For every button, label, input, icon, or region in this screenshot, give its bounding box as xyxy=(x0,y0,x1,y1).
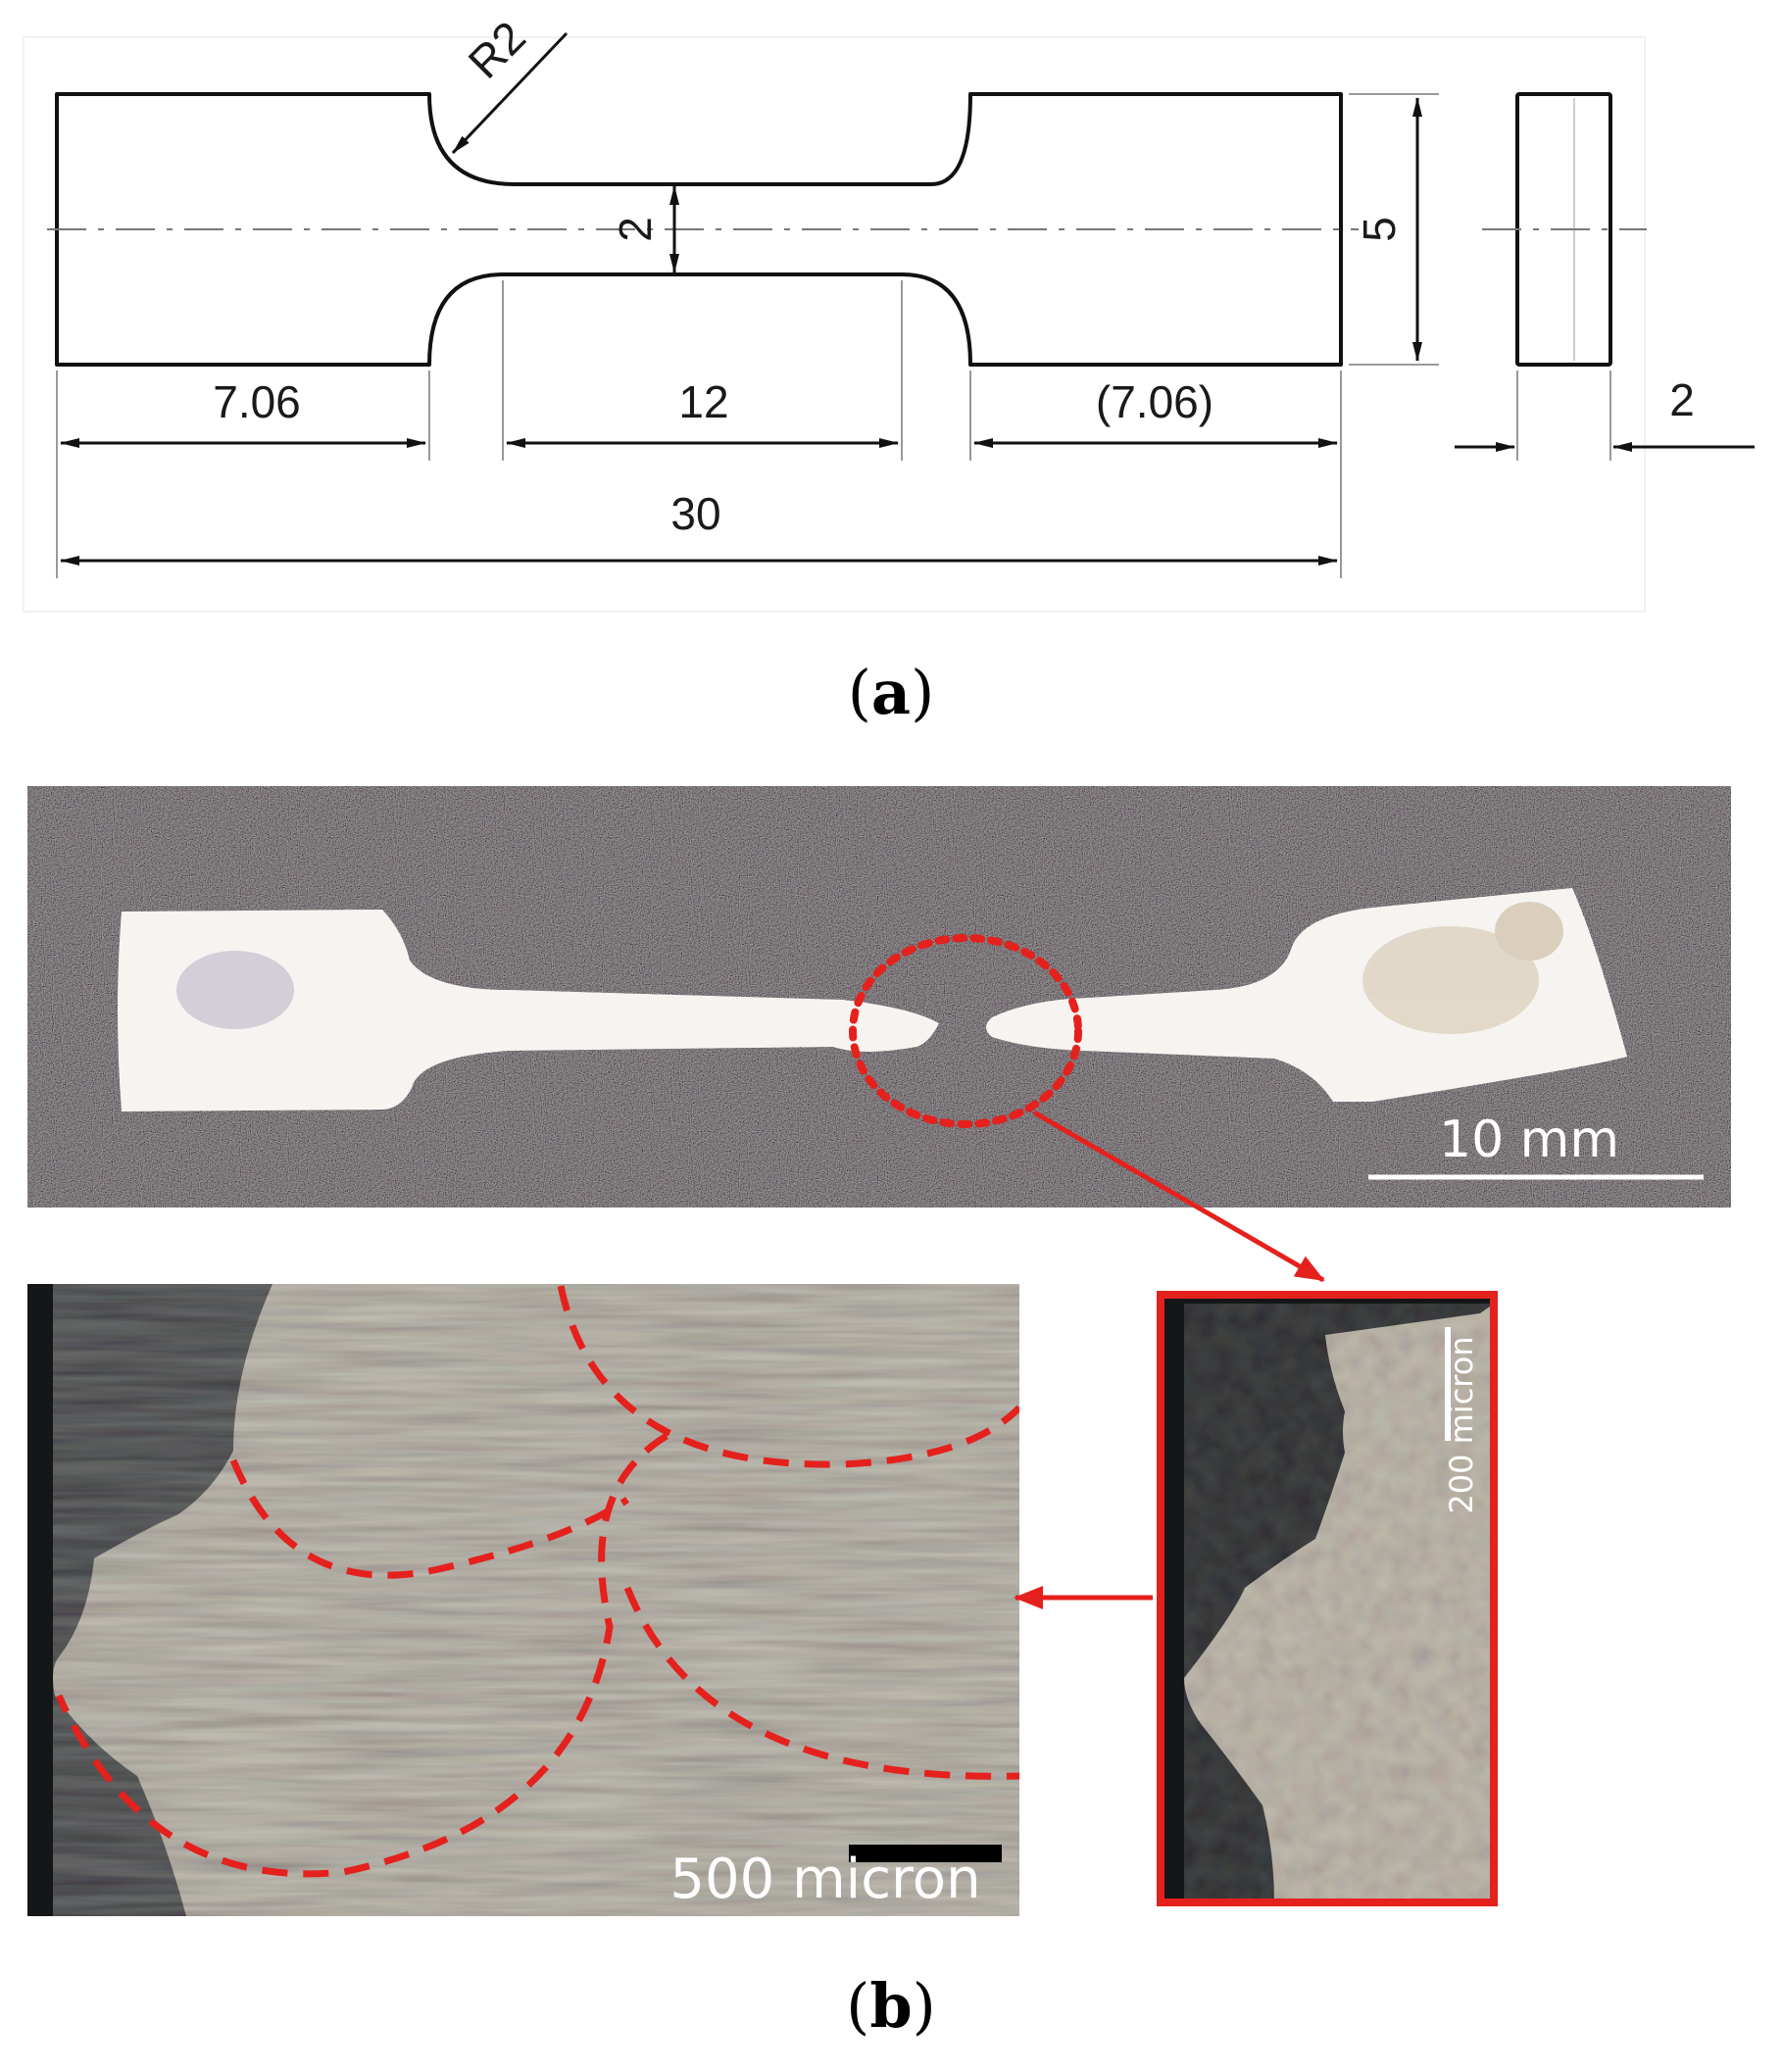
specimen-outline xyxy=(55,92,1343,367)
dimension-lines xyxy=(60,31,1755,566)
neck-width-label: 2 xyxy=(610,217,661,242)
panel-a-drawing: R2 2 5 7.06 12 (7.06) 30 2 xyxy=(23,12,1755,613)
left-grip-length-label: 7.06 xyxy=(213,376,301,427)
overall-height-label: 5 xyxy=(1354,217,1405,242)
microstructure-scale-label: 500 micron xyxy=(669,1848,980,1911)
caption-a: (a) xyxy=(848,657,935,728)
right-grip-length-label: (7.06) xyxy=(1096,376,1213,427)
thickness-label: 2 xyxy=(1669,374,1695,425)
extension-lines xyxy=(56,93,1611,578)
melt-pool-boundaries xyxy=(55,1285,1019,1878)
fracture-scale-label: 200 micron xyxy=(1443,1336,1480,1513)
caption-b: (b) xyxy=(846,1970,936,2042)
gauge-length-label: 12 xyxy=(678,376,728,427)
fracture-highlight-circle xyxy=(849,934,1082,1128)
fracture-inset-photo: 200 micron xyxy=(1157,1291,1498,1906)
microstructure-scale-bar xyxy=(849,1845,1002,1862)
specimen-scale-label: 10 mm xyxy=(1439,1110,1619,1169)
specimen-photo: 10 mm xyxy=(27,786,1731,1208)
specimen-stains xyxy=(176,902,1563,1034)
total-length-label: 30 xyxy=(670,488,720,539)
fracture-scale-bar xyxy=(1445,1327,1451,1441)
fracture-inset-frame xyxy=(1157,1291,1498,1906)
dim-radius-leader xyxy=(451,31,569,155)
drawing-background xyxy=(23,36,1646,613)
specimen-left-half xyxy=(118,910,939,1111)
specimen-right-half xyxy=(986,888,1627,1102)
arrow-to-fracture-inset xyxy=(1032,1110,1325,1283)
microstructure-photo: 500 micron xyxy=(27,1284,1019,1916)
